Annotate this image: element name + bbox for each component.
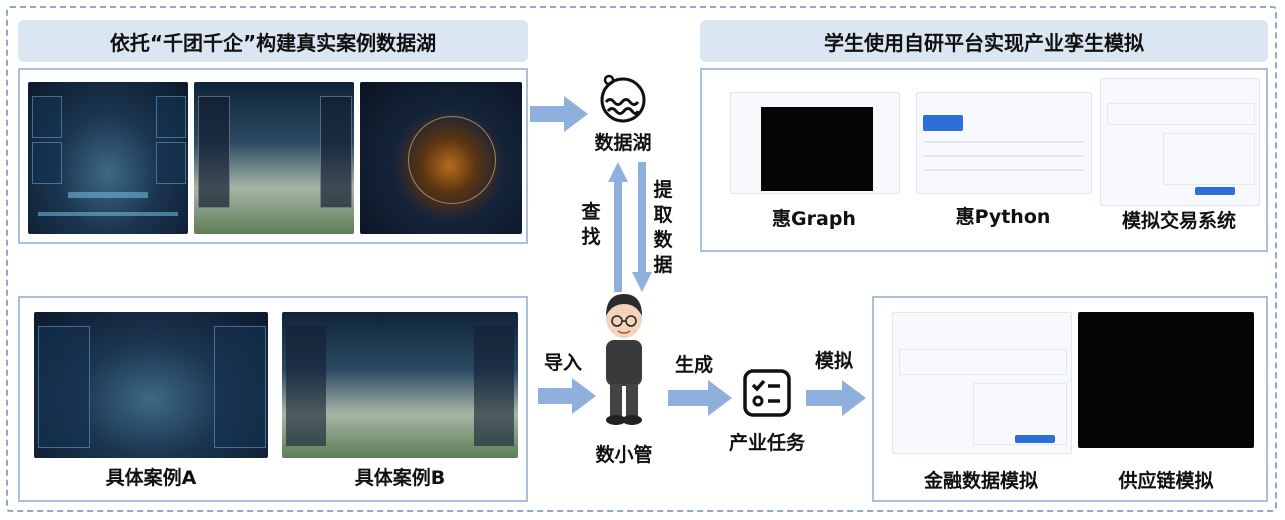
hui-python-label: 惠Python	[955, 206, 1051, 228]
case-b-label: 具体案例B	[354, 467, 446, 489]
import-arrow	[538, 378, 596, 414]
agent-avatar	[606, 294, 642, 425]
right-header-text: 学生使用自研平台实现产业孪生模拟	[824, 30, 1144, 55]
supply-chain-label: 供应链模拟	[1118, 470, 1214, 492]
supply-chain-screenshot	[1078, 312, 1254, 448]
extract-down-arrow	[632, 162, 652, 292]
left-header: 依托“千团千企”构建真实案例数据湖	[18, 20, 528, 62]
simulate-arrow	[806, 380, 866, 416]
generate-arrow	[668, 380, 732, 416]
industry-task-label: 产业任务	[728, 432, 805, 454]
case-screenshot-2	[194, 82, 354, 234]
case-screenshot-3	[360, 82, 522, 234]
case-a-label: 具体案例A	[105, 467, 197, 489]
case-b-screenshot	[282, 312, 518, 458]
left-header-text: 依托“千团千企”构建真实案例数据湖	[109, 30, 437, 55]
hui-graph-label: 惠Graph	[772, 208, 856, 230]
hui-python-screenshot	[916, 92, 1092, 194]
import-label: 导入	[543, 352, 582, 374]
finance-sim-label: 金融数据模拟	[923, 470, 1038, 492]
search-label: 查找	[581, 201, 601, 248]
right-header: 学生使用自研平台实现产业孪生模拟	[700, 20, 1268, 62]
search-up-arrow	[608, 162, 628, 292]
data-lake-label: 数据湖	[594, 132, 652, 154]
simulations-panel: 金融数据模拟 供应链模拟	[872, 296, 1268, 502]
outer-frame	[6, 6, 1277, 512]
finance-sim-screenshot	[892, 312, 1072, 454]
specific-cases-panel: 具体案例A 具体案例B	[18, 296, 528, 502]
task-checklist-icon	[743, 369, 791, 417]
hui-graph-screenshot	[730, 92, 900, 194]
generate-label: 生成	[674, 354, 713, 376]
data-lake-icon	[600, 74, 646, 123]
case-screenshot-1	[28, 82, 188, 234]
to-lake-arrow	[530, 96, 588, 132]
agent-label: 数小管	[595, 444, 653, 466]
trading-system-screenshot	[1100, 78, 1260, 206]
trading-system-label: 模拟交易系统	[1121, 210, 1236, 232]
data-lake-cases-panel	[18, 68, 528, 244]
extract-data-label: 提取数据	[653, 179, 673, 276]
simulate-label: 模拟	[814, 350, 853, 372]
platforms-panel: 惠Graph 惠Python 模拟交易系统	[700, 68, 1268, 252]
case-a-screenshot	[34, 312, 268, 458]
